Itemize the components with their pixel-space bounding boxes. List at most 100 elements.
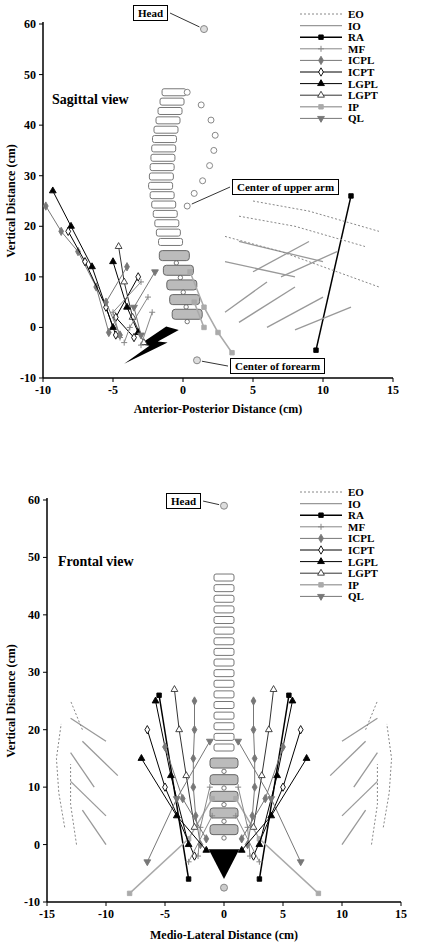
view-title: Sagittal view <box>52 93 129 107</box>
sacrum <box>124 326 179 363</box>
muscle-path <box>119 247 144 343</box>
joint-spiral <box>185 319 189 323</box>
legend-text: MF <box>348 43 365 54</box>
muscle-line <box>251 726 303 861</box>
muscle-line <box>225 282 267 312</box>
muscle-path <box>82 741 117 775</box>
marker <box>132 333 137 341</box>
legend-text: LGPT <box>348 568 378 579</box>
marker <box>186 877 190 881</box>
legend-sample <box>300 513 342 517</box>
callout-box: Center of upper arm <box>232 179 339 195</box>
tick-label: 30 <box>28 666 40 678</box>
marker <box>281 783 286 791</box>
muscle-path <box>254 730 301 856</box>
marker <box>234 796 238 800</box>
legend-sample <box>300 534 342 542</box>
legend-text: ICPT <box>348 67 374 78</box>
axis-title: Vertical Distance (cm) <box>5 644 17 758</box>
marker <box>268 797 275 803</box>
muscle-line <box>113 273 140 342</box>
marker <box>127 891 131 895</box>
tick <box>401 902 402 906</box>
joint-spiral <box>222 802 226 806</box>
muscle-line <box>250 686 277 830</box>
tick <box>283 902 284 906</box>
muscle-line <box>233 813 263 865</box>
legend-text: MF <box>348 521 365 532</box>
y-axis <box>46 498 48 902</box>
muscle-line <box>110 279 144 341</box>
muscle-path <box>113 262 138 333</box>
muscle-line <box>239 241 323 261</box>
muscle-path <box>56 724 64 827</box>
muscle-path <box>194 302 204 327</box>
upper-arm-point <box>191 190 197 196</box>
tick-label: 20 <box>24 220 36 232</box>
joint-spiral <box>184 305 188 309</box>
tick-label: 0 <box>30 321 36 333</box>
x-axis <box>43 377 393 379</box>
marker <box>319 35 323 39</box>
axis-title: Anterior-Posterior Distance (cm) <box>134 403 303 415</box>
marker <box>298 726 303 734</box>
thoracic-vertebra <box>214 744 234 751</box>
marker <box>138 755 145 761</box>
tick <box>39 226 43 227</box>
leader-line <box>192 187 230 204</box>
marker <box>207 784 213 790</box>
muscle-path <box>342 810 366 844</box>
legend-sample <box>300 558 342 564</box>
tick <box>39 276 43 277</box>
muscle-path <box>342 781 377 815</box>
marker <box>252 754 257 762</box>
muscle-line <box>225 262 295 277</box>
tick-label: 20 <box>28 724 40 736</box>
legend-text: EO <box>348 487 364 498</box>
marker <box>192 726 197 734</box>
thoracic-vertebra <box>149 173 173 180</box>
legend-sample <box>300 91 342 97</box>
muscle-path <box>82 810 106 844</box>
muscle-path <box>253 201 379 231</box>
tick <box>43 672 47 673</box>
thoracic-vertebra <box>214 691 234 698</box>
muscle-line <box>131 270 159 339</box>
marker <box>192 300 196 304</box>
muscle-line <box>239 216 365 246</box>
marker <box>202 305 206 309</box>
muscle-path <box>130 799 213 894</box>
thoracic-vertebra <box>151 154 175 161</box>
tick-label: 0 <box>221 908 227 920</box>
tick-label: 5 <box>250 384 256 396</box>
thoracic-vertebra <box>155 220 179 227</box>
thoracic-vertebra <box>214 606 234 613</box>
muscle-line <box>82 810 106 844</box>
view-title: Frontal view <box>58 555 134 569</box>
muscle-line <box>121 294 151 346</box>
tick-label: 10 <box>28 781 40 793</box>
legend-line <box>300 492 342 493</box>
marker <box>235 739 242 745</box>
upper-arm-point <box>208 117 214 123</box>
marker <box>270 686 277 692</box>
tick <box>39 125 43 126</box>
marker <box>233 813 239 819</box>
muscle-line <box>171 686 198 830</box>
marker <box>124 303 131 309</box>
muscle-path <box>225 262 295 277</box>
marker <box>89 263 96 269</box>
marker <box>121 340 127 346</box>
legend-text: LGPT <box>348 90 378 101</box>
pelvis-point <box>221 884 228 891</box>
thoracic-vertebra <box>152 145 176 152</box>
thoracic-vertebra <box>154 126 178 133</box>
muscle-path <box>383 724 391 827</box>
muscle-path <box>267 297 323 327</box>
marker <box>188 270 192 274</box>
legend-sample <box>300 594 342 600</box>
leader-line <box>203 501 219 505</box>
tick <box>43 902 47 903</box>
muscle-line <box>342 810 366 844</box>
tick <box>43 787 47 788</box>
